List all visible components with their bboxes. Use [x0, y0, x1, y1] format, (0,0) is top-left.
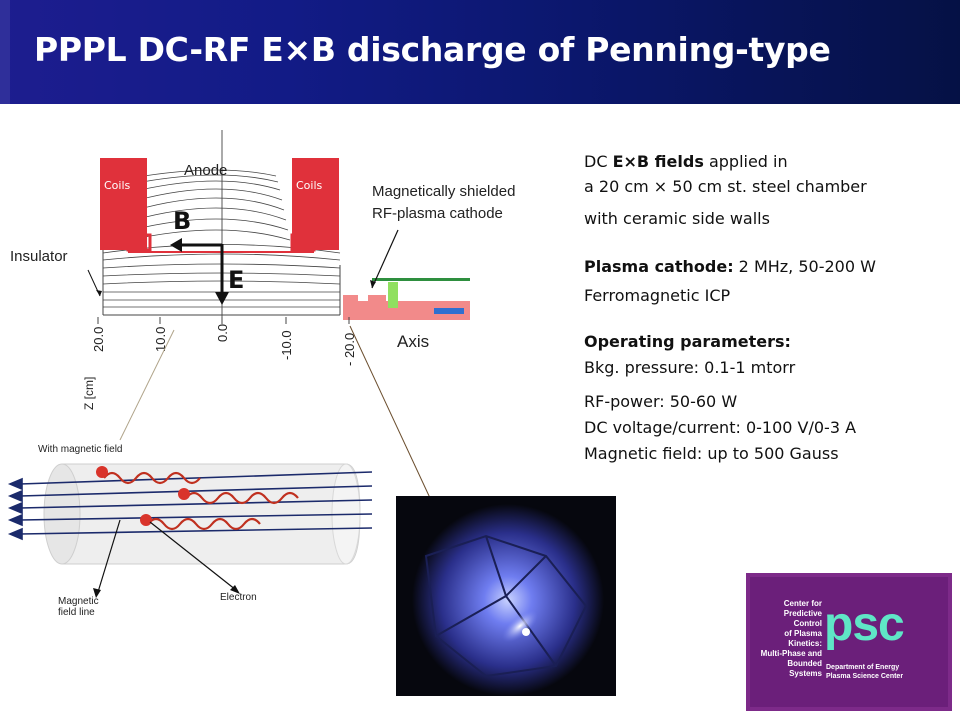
magnetic-field-inset: With magnetic field Magnetic field line … [7, 444, 373, 618]
cathode-blue-plate [434, 308, 464, 314]
tick-label: -10.0 [279, 330, 294, 360]
info-line-2: a 20 cm × 50 cm st. steel chamber [584, 177, 867, 196]
title-bar: PPPL DC-RF E×B discharge of Penning-type [0, 0, 960, 104]
title-accent-stripe [0, 0, 10, 104]
anode-label: Anode [184, 162, 228, 179]
e-vector-label: E [228, 266, 245, 294]
psc-logo-box: Center for Predictive Control of Plasma … [750, 577, 948, 707]
electron-label: Electron [220, 592, 257, 603]
coils-left-label: Coils [104, 179, 131, 192]
tick-label: 10.0 [153, 327, 168, 352]
plasma-cathode-line: Plasma cathode: 2 MHz, 50-200 W [584, 257, 876, 276]
op-param-pressure: Bkg. pressure: 0.1-1 mtorr [584, 358, 796, 377]
psc-logo: Center for Predictive Control of Plasma … [746, 573, 952, 711]
psc-logo-text: Center for Predictive Control of Plasma … [760, 599, 822, 678]
axis-label: Axis [397, 332, 430, 351]
magnetic-field-line-label-1: Magnetic [58, 596, 99, 607]
magnetic-field-line-label-2: field line [58, 607, 95, 618]
op-param-field: Magnetic field: up to 500 Gauss [584, 444, 839, 463]
cathode-top-plate [372, 278, 470, 281]
psc-wordmark: psc [824, 598, 905, 651]
slide-title: PPPL DC-RF E×B discharge of Penning-type [34, 30, 831, 69]
op-param-dc: DC voltage/current: 0-100 V/0-3 A [584, 418, 857, 437]
tick-label: 0.0 [215, 324, 230, 342]
inset-header: With magnetic field [38, 444, 122, 455]
insulator-label: Insulator [10, 248, 68, 265]
shielded-label-line1: Magnetically shielded [372, 183, 516, 200]
tick-label: 20.0 [91, 327, 106, 352]
coils-right-label: Coils [296, 179, 323, 192]
tick-label: - 20.0 [342, 333, 357, 366]
plasma-cathode-line-2: Ferromagnetic ICP [584, 286, 731, 305]
anode-left [126, 233, 152, 252]
exb-fields-bold: E×B fields [612, 152, 704, 171]
psc-doe-text: Department of Energy Plasma Science Cent… [826, 664, 904, 680]
op-param-rf-power: RF-power: 50-60 W [584, 392, 738, 411]
plasma-photo [396, 496, 616, 696]
info-line-1: DC E×B fields applied in [584, 152, 788, 171]
plasma-glow [396, 496, 616, 696]
anode-right [290, 233, 316, 252]
shielded-label-line2: RF-plasma cathode [372, 205, 503, 222]
operating-parameters-header: Operating parameters: [584, 332, 791, 351]
b-vector-label: B [173, 207, 192, 235]
z-axis-label: Z [cm] [82, 377, 96, 410]
info-line-3: with ceramic side walls [584, 209, 770, 228]
device-schematic: 20.0 10.0 0.0 -10.0 - 20.0 Z [cm] [82, 130, 470, 410]
cathode-ferrite [388, 282, 398, 308]
